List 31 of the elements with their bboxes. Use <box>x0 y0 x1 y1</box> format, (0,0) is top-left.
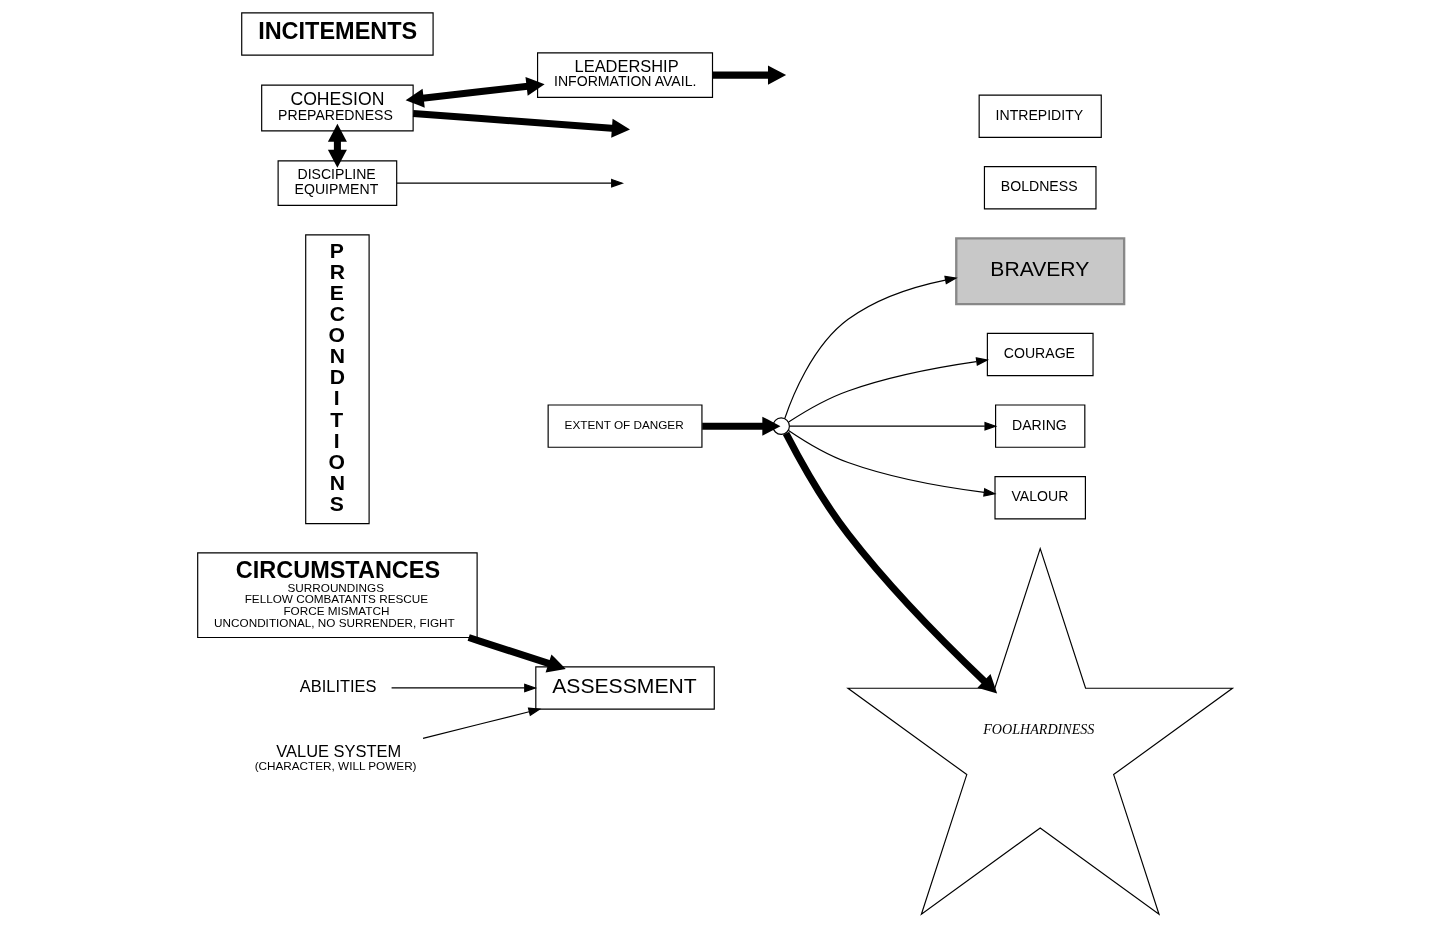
node-box: LEADERSHIP INFORMATION AVAIL. <box>536 52 713 98</box>
node-box: COHESION PREPAREDNESS <box>260 84 414 132</box>
arrow <box>412 110 630 138</box>
node-box: INCITEMENTS <box>240 12 434 56</box>
arrow <box>327 123 347 168</box>
node-box: VALOUR <box>993 476 1086 520</box>
node-box: DARING <box>994 404 1085 448</box>
node-box: EXTENT OF DANGER <box>547 404 703 448</box>
arrow <box>421 707 541 739</box>
arrow <box>788 421 997 431</box>
node-box: ASSESSMENT <box>534 666 715 710</box>
arrow <box>405 76 545 108</box>
node-box: DISCIPLINE EQUIPMENT <box>277 160 397 207</box>
arrow <box>390 683 537 693</box>
arrow <box>782 431 997 694</box>
node-text: ABILITIES <box>299 677 377 696</box>
arrow <box>467 634 566 673</box>
node-text: VALUE SYSTEM (CHARACTER, WILL POWER) <box>254 742 417 773</box>
node-box: BOLDNESS <box>983 166 1097 210</box>
node-box: CIRCUMSTANCES SURROUNDINGS FELLOW COMBATANTS RESCUE FORCE MISMATCH UNCONDITIONAL, NO SURRENDER, FIGHT <box>196 552 478 639</box>
arrow <box>787 357 989 423</box>
arrow <box>712 65 786 85</box>
arrow <box>787 429 996 497</box>
arrow <box>701 416 780 436</box>
arrow <box>783 275 958 420</box>
node-box: COURAGE <box>986 332 1094 377</box>
node-box: INTREPIDITY <box>978 94 1102 138</box>
node-circle <box>771 417 790 435</box>
arrow <box>395 178 624 188</box>
node-box: PRECONDITIONS <box>304 234 370 525</box>
node-box: BRAVERY <box>954 237 1125 306</box>
